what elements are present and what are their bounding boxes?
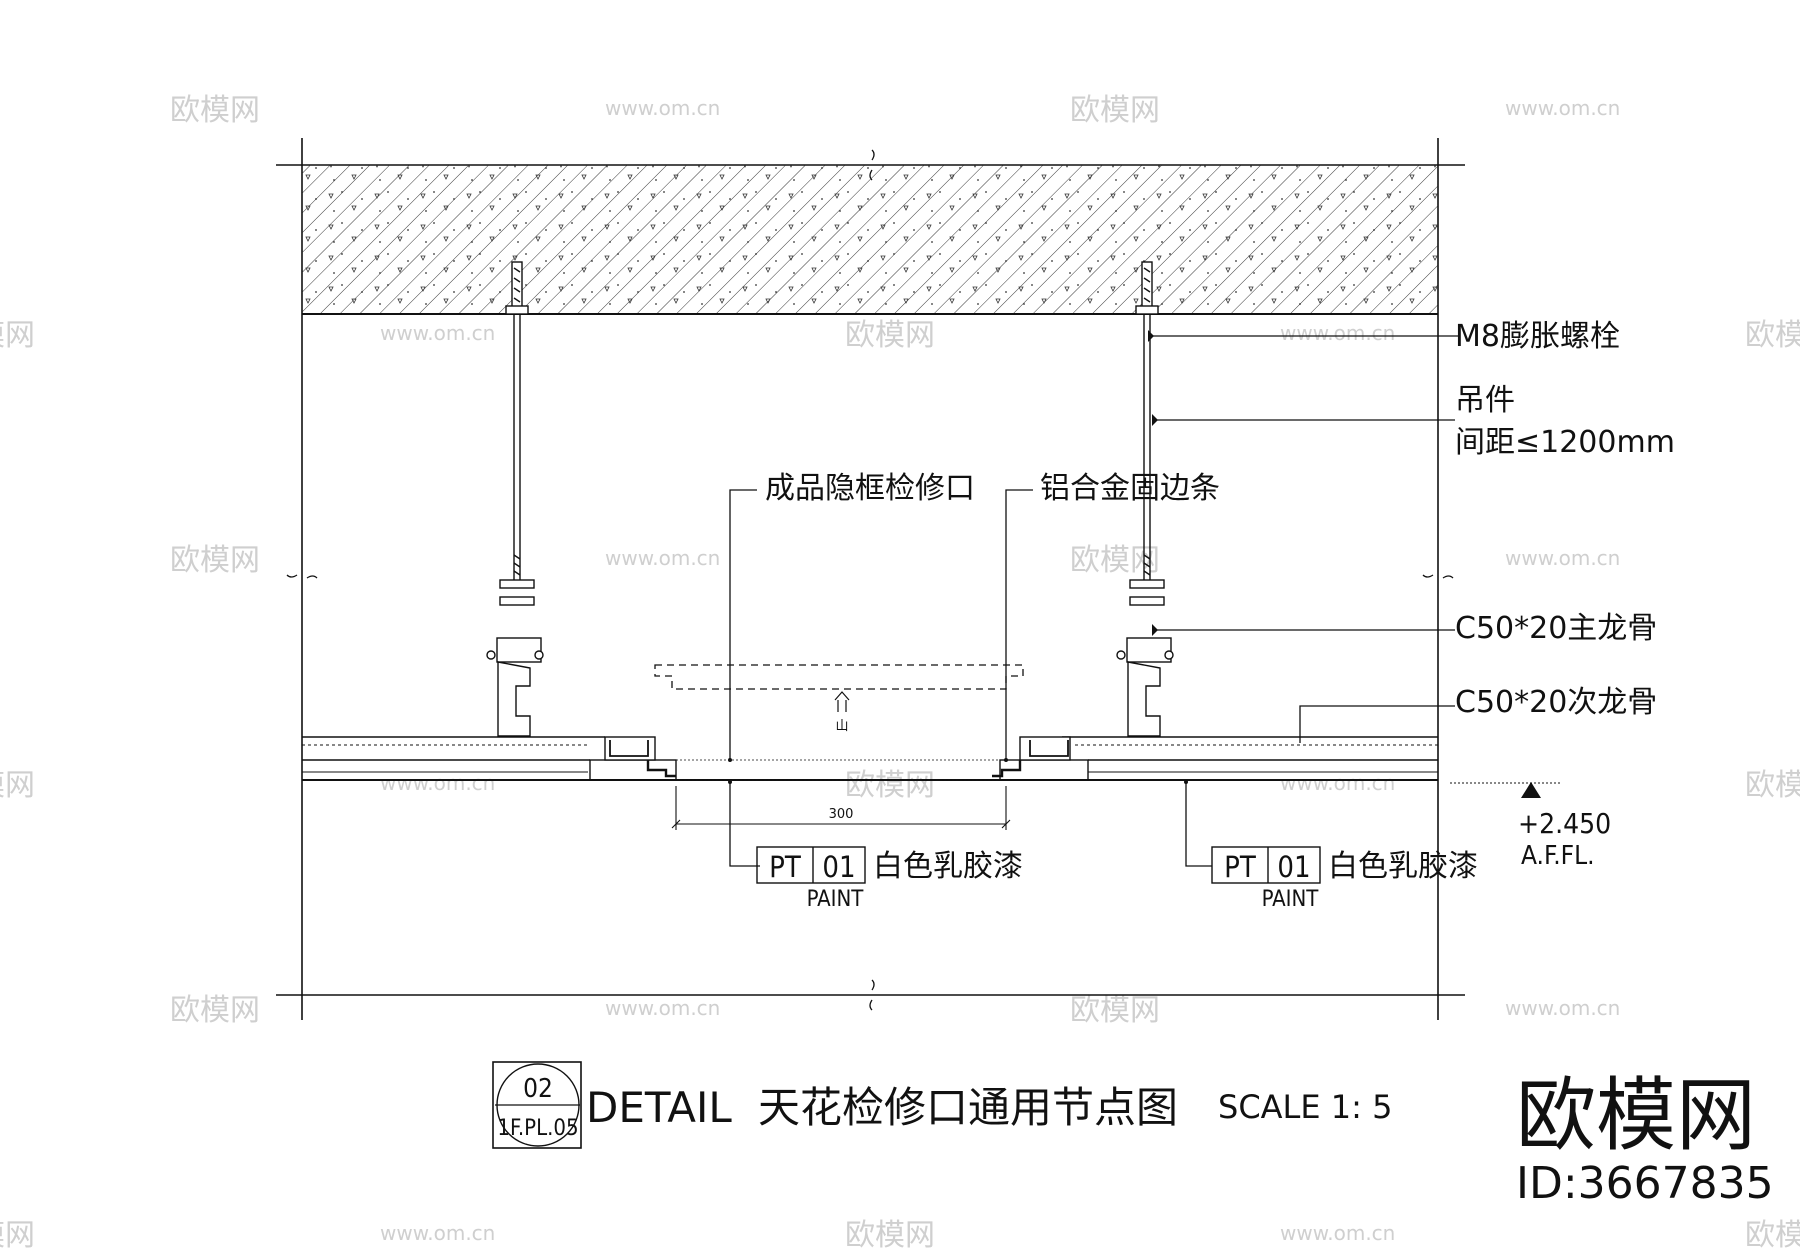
elevation-marker: +2.450 A.F.FL. [1518,782,1611,871]
paint-sub: PAINT [1262,887,1320,912]
detail-label: DETAIL [586,1083,732,1132]
leader-lines [729,335,1560,867]
dimension-value: 300 [829,807,854,822]
watermark-site-faint: www.om.cn [1280,1221,1395,1245]
label-main-keel: C50*20主龙骨 [1455,611,1657,646]
title-block: 02 1F.PL.05 DETAIL 天花检修口通用节点图 SCALE 1: 5 [492,1061,1392,1149]
watermark-brand-faint: 欧模网 [170,93,260,128]
detail-title: 天花检修口通用节点图 [758,1083,1178,1132]
watermark-site-faint: www.om.cn [380,1221,495,1245]
watermark-brand-faint: 欧模网 [0,768,35,803]
paint-tag-right: PT 01 PAINT 白色乳胶漆 [1211,846,1478,912]
label-hanger-spacing: 间距≤1200mm [1455,425,1675,460]
watermark-brand-faint: 欧模网 [1745,1218,1800,1253]
detail-bubble-number: 02 [523,1074,553,1104]
leader-ticks [728,330,1188,784]
watermark-site-faint: www.om.cn [605,96,720,120]
up-arrow-char: 山 [835,719,848,734]
watermark-site-faint: www.om.cn [380,321,495,345]
watermark-site-faint: www.om.cn [605,546,720,570]
watermark-brand-faint: 欧模网 [845,768,935,803]
paint-desc: 白色乳胶漆 [1328,849,1478,884]
paint-tag-left: PT 01 PAINT 白色乳胶漆 [756,846,1023,912]
detail-scale: SCALE 1: 5 [1218,1088,1392,1126]
watermark-brand: 欧模网 ID:3667835 [1516,1069,1774,1209]
elevation-ref: A.F.FL. [1521,841,1595,871]
elevation-value: +2.450 [1518,807,1611,840]
watermark-site-faint: www.om.cn [380,771,495,795]
watermark-brand-faint: 欧模网 [0,1218,35,1253]
watermark-site-faint: www.om.cn [1280,321,1395,345]
watermark-brand-faint: 欧模网 [1745,318,1800,353]
label-secondary-keel: C50*20次龙骨 [1455,685,1657,720]
watermark-brand-faint: 欧模网 [170,993,260,1028]
paint-code: PT [769,850,802,884]
concrete-slab [302,165,1438,315]
detail-bubble-sheet: 1F.PL.05 [497,1116,578,1141]
watermark-site-faint: www.om.cn [1505,546,1620,570]
watermark-id: ID:3667835 [1516,1158,1774,1209]
hanger-left [486,261,544,737]
label-access-panel: 成品隐框检修口 [765,471,975,506]
watermark-brand-faint: 欧模网 [0,318,35,353]
watermark-site-faint: www.om.cn [1505,96,1620,120]
watermark-brand-faint: 欧模网 [845,318,935,353]
ceiling-board [302,736,1438,781]
watermark-brand-faint: 欧模网 [1070,993,1160,1028]
watermark-brand-faint: 欧模网 [845,1218,935,1253]
label-alu-trim: 铝合金固边条 [1040,471,1220,506]
label-m8-bolt: M8膨胀螺栓 [1455,319,1620,354]
watermark-grid: 欧模网 www.om.cn 欧模网 www.om.cn 欧模网 www.om.cn 欧模网 w… [0,93,1800,1253]
watermark-brand-faint: 欧模网 [170,543,260,578]
access-panel-lifted [654,664,1024,690]
watermark-brand-faint: 欧模网 [1070,93,1160,128]
paint-num: 01 [822,850,855,884]
watermark-brand-text: 欧模网 [1516,1069,1756,1162]
paint-sub: PAINT [807,887,865,912]
paint-desc: 白色乳胶漆 [873,849,1023,884]
paint-num: 01 [1277,850,1310,884]
label-hanger: 吊件 [1455,383,1515,418]
lift-arrow-icon [834,691,850,712]
hanger-right [1116,261,1174,737]
watermark-site-faint: www.om.cn [1280,771,1395,795]
watermark-site-faint: www.om.cn [605,996,720,1020]
dimension-300 [671,786,1011,830]
watermark-site-faint: www.om.cn [1505,996,1620,1020]
paint-code: PT [1224,850,1257,884]
watermark-brand-faint: 欧模网 [1745,768,1800,803]
